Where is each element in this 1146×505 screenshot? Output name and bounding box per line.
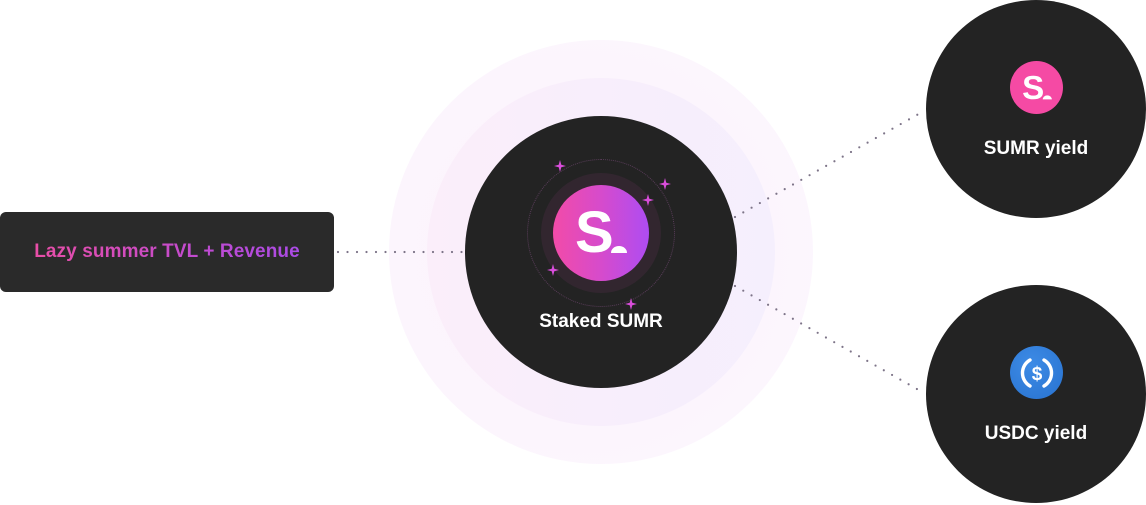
svg-text:S: S: [1022, 73, 1044, 103]
sparkle-icon: [659, 178, 671, 190]
usdc-yield-node: $ USDC yield: [926, 285, 1146, 503]
usdc-yield-label: USDC yield: [984, 423, 1088, 444]
orbit-ring: [527, 159, 675, 307]
sumr-yield-label: SUMR yield: [983, 138, 1089, 159]
staked-sumr-label: Staked SUMR: [539, 311, 663, 332]
sumr-logo-icon: S: [553, 185, 649, 281]
source-label: Lazy summer TVL + Revenue: [34, 241, 300, 262]
sparkle-icon: [554, 160, 566, 172]
sumr-yield-node: S SUMR yield: [926, 0, 1146, 218]
source-box: Lazy summer TVL + Revenue: [0, 212, 334, 292]
svg-text:$: $: [1031, 364, 1042, 385]
staked-sumr-logo-group: S: [527, 159, 675, 307]
sumr-logo-icon: S: [1010, 61, 1063, 114]
staked-sumr-node: S Staked SUMR: [465, 116, 737, 388]
sparkle-icon: [642, 194, 654, 206]
svg-text:S: S: [575, 207, 614, 259]
sparkle-icon: [625, 298, 637, 310]
usdc-icon: $: [1010, 346, 1063, 399]
sparkle-icon: [547, 264, 559, 276]
